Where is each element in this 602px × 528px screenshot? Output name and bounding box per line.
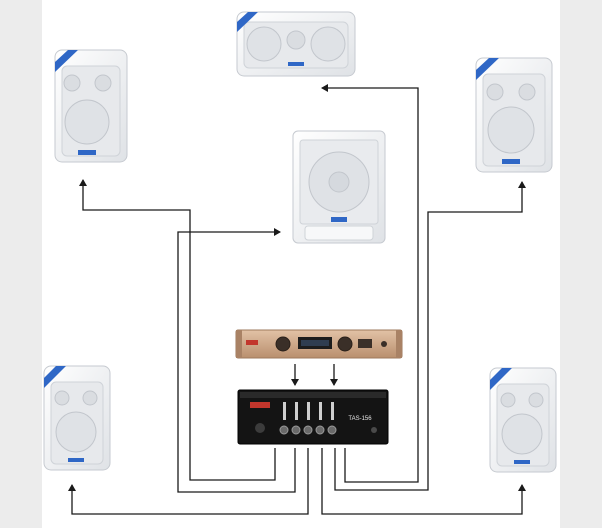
brand-badge-icon xyxy=(476,58,499,80)
left-margin xyxy=(0,0,42,528)
speaker-center xyxy=(236,11,356,77)
amplifier-knobs xyxy=(279,425,337,435)
wires xyxy=(68,84,526,515)
right-margin xyxy=(560,0,602,528)
subwoofer xyxy=(292,130,386,244)
wire-rear-left xyxy=(68,448,309,515)
wire-front-left xyxy=(79,179,276,481)
brand-badge-icon xyxy=(490,368,512,390)
wire-front-right xyxy=(334,181,526,491)
speaker-front-right xyxy=(475,57,553,173)
speaker-rear-left xyxy=(43,365,111,471)
brand-badge-icon xyxy=(44,366,66,388)
amplifier-faders xyxy=(283,402,334,420)
brand-badge-icon xyxy=(237,12,258,32)
amplifier: TAS-156 xyxy=(237,389,389,445)
audio-processor xyxy=(235,329,403,359)
speaker-front-left xyxy=(54,49,128,163)
wire-rear-right xyxy=(321,448,526,515)
wire-center xyxy=(321,84,419,483)
amplifier-model-label: TAS-156 xyxy=(348,416,372,422)
wire-subwoofer xyxy=(177,228,296,493)
speaker-rear-right xyxy=(489,367,557,473)
brand-badge-icon xyxy=(55,50,78,72)
